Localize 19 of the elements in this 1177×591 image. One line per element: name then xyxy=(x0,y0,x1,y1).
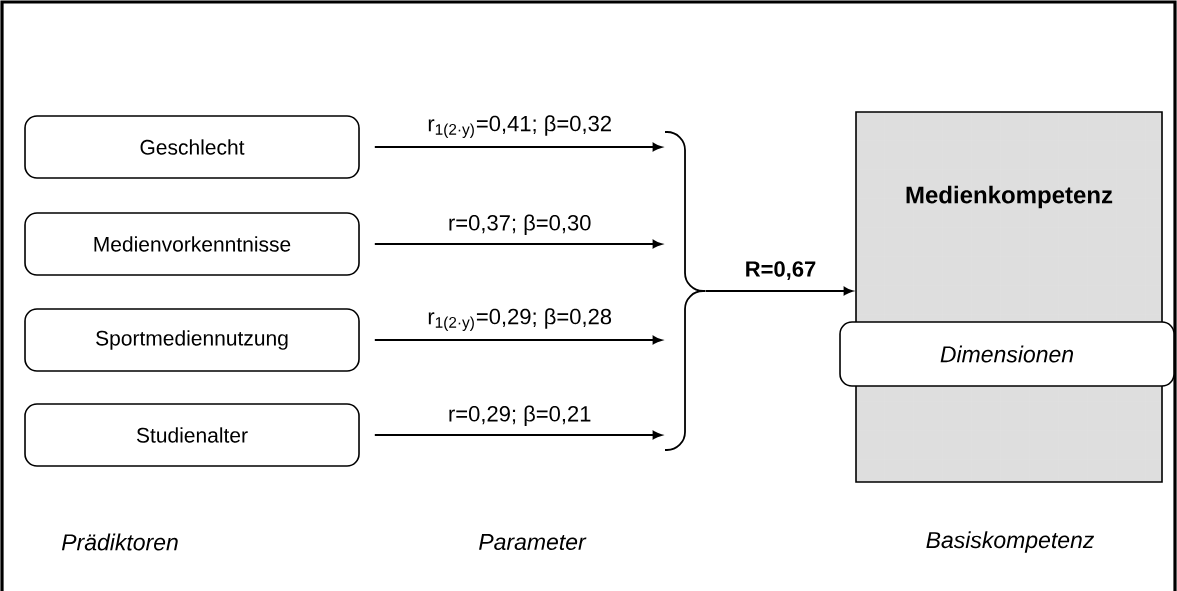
predictor-box: Geschlecht xyxy=(24,115,360,179)
dimension-box: Dimensionen xyxy=(839,321,1175,387)
edge-label: r$_{1(2·y)}$=0,41; β=0,32 xyxy=(428,115,611,138)
brace xyxy=(664,131,706,451)
column-label: Basiskompetenz xyxy=(926,531,1095,553)
arrow xyxy=(373,430,663,440)
arrow xyxy=(373,239,663,249)
edge-label: r=0,37; β=0,30 xyxy=(449,214,591,235)
column-label: Prädiktoren xyxy=(61,533,178,551)
arrow xyxy=(373,335,663,345)
predictor-box: Medienvorkenntnisse xyxy=(24,212,360,276)
edge-label: r=0,29; β=0,21 xyxy=(449,405,591,426)
arrow xyxy=(704,286,854,296)
predictor-box: Studienalter xyxy=(24,403,360,467)
edge-label: R=0,67 xyxy=(746,261,816,280)
column-label: Parameter xyxy=(479,534,587,551)
edge-label: r$_{1(2·y)}$=0,29; β=0,28 xyxy=(428,308,612,331)
predictor-box: Sportmediennutzung xyxy=(24,308,360,372)
arrow xyxy=(373,142,663,152)
